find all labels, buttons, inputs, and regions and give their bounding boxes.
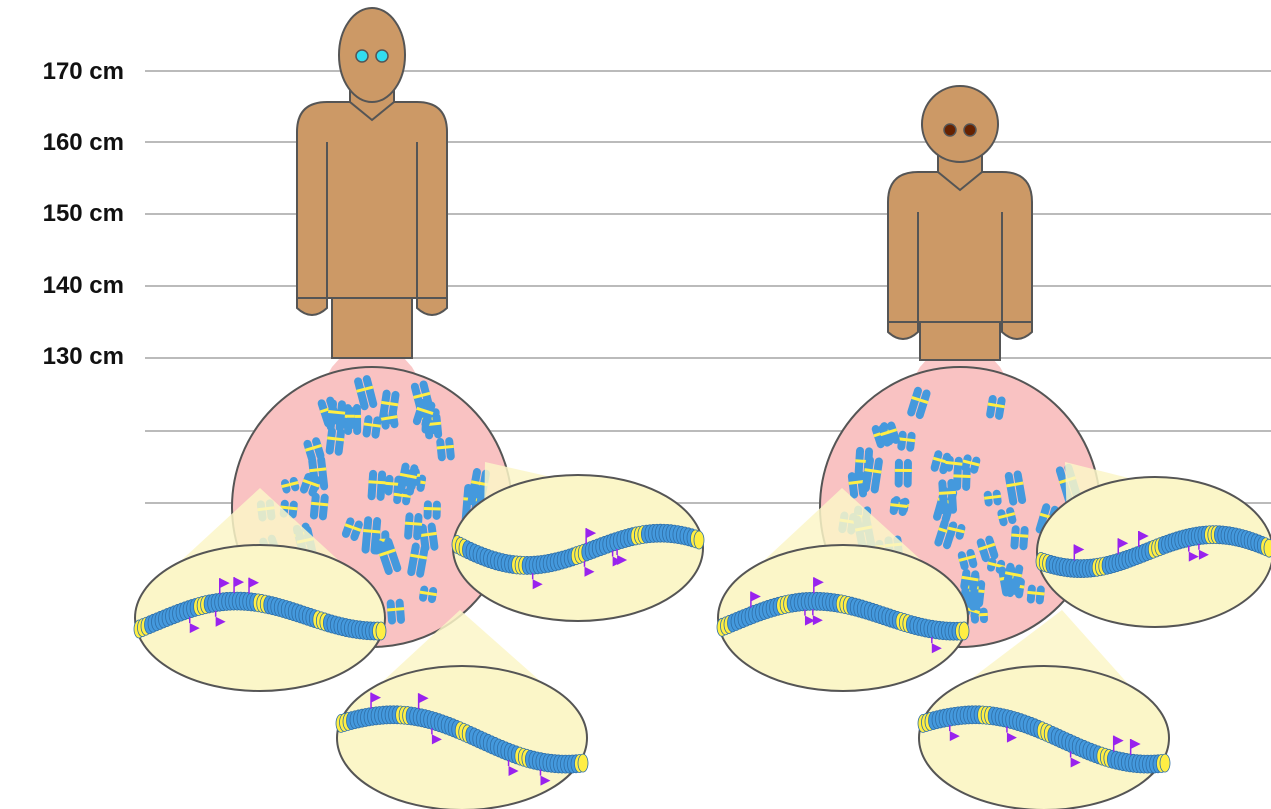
dna-bead	[376, 622, 386, 640]
tick-label-150: 150 cm	[0, 200, 124, 228]
tick-label-160: 160 cm	[0, 129, 124, 157]
right-hand	[417, 298, 447, 315]
right-hand	[1002, 322, 1032, 339]
person-tall-blue-eyes	[134, 8, 704, 809]
head	[922, 86, 998, 162]
person-short-brown-eyes	[717, 86, 1271, 809]
chromatid-left	[895, 459, 903, 488]
tick-label-140: 140 cm	[0, 272, 124, 300]
torso	[888, 172, 1032, 322]
chromosome	[897, 430, 916, 452]
head	[339, 8, 405, 102]
chromosome	[379, 408, 399, 430]
chromatid-right	[904, 459, 912, 488]
band	[953, 474, 970, 478]
torso	[297, 102, 447, 298]
chromatid-right	[962, 466, 971, 491]
legs	[920, 320, 1000, 360]
dna-bead	[1160, 754, 1170, 772]
left-hand	[297, 298, 327, 315]
dna-bead	[694, 531, 704, 549]
dna-bead	[959, 622, 969, 640]
left-eye	[944, 124, 956, 136]
left-eye	[356, 50, 368, 62]
chromatid-right	[347, 407, 355, 430]
right-eye	[964, 124, 976, 136]
dna-bead	[1264, 539, 1271, 557]
zoom-bubble	[1036, 462, 1271, 627]
left-hand	[888, 322, 918, 339]
zoom-bubble	[452, 462, 704, 621]
band	[424, 507, 441, 510]
legs	[332, 296, 412, 358]
band	[895, 469, 912, 472]
right-eye	[376, 50, 388, 62]
dna-bead	[578, 754, 588, 772]
tick-label-170: 170 cm	[0, 58, 124, 86]
tick-label-130: 130 cm	[0, 343, 124, 371]
